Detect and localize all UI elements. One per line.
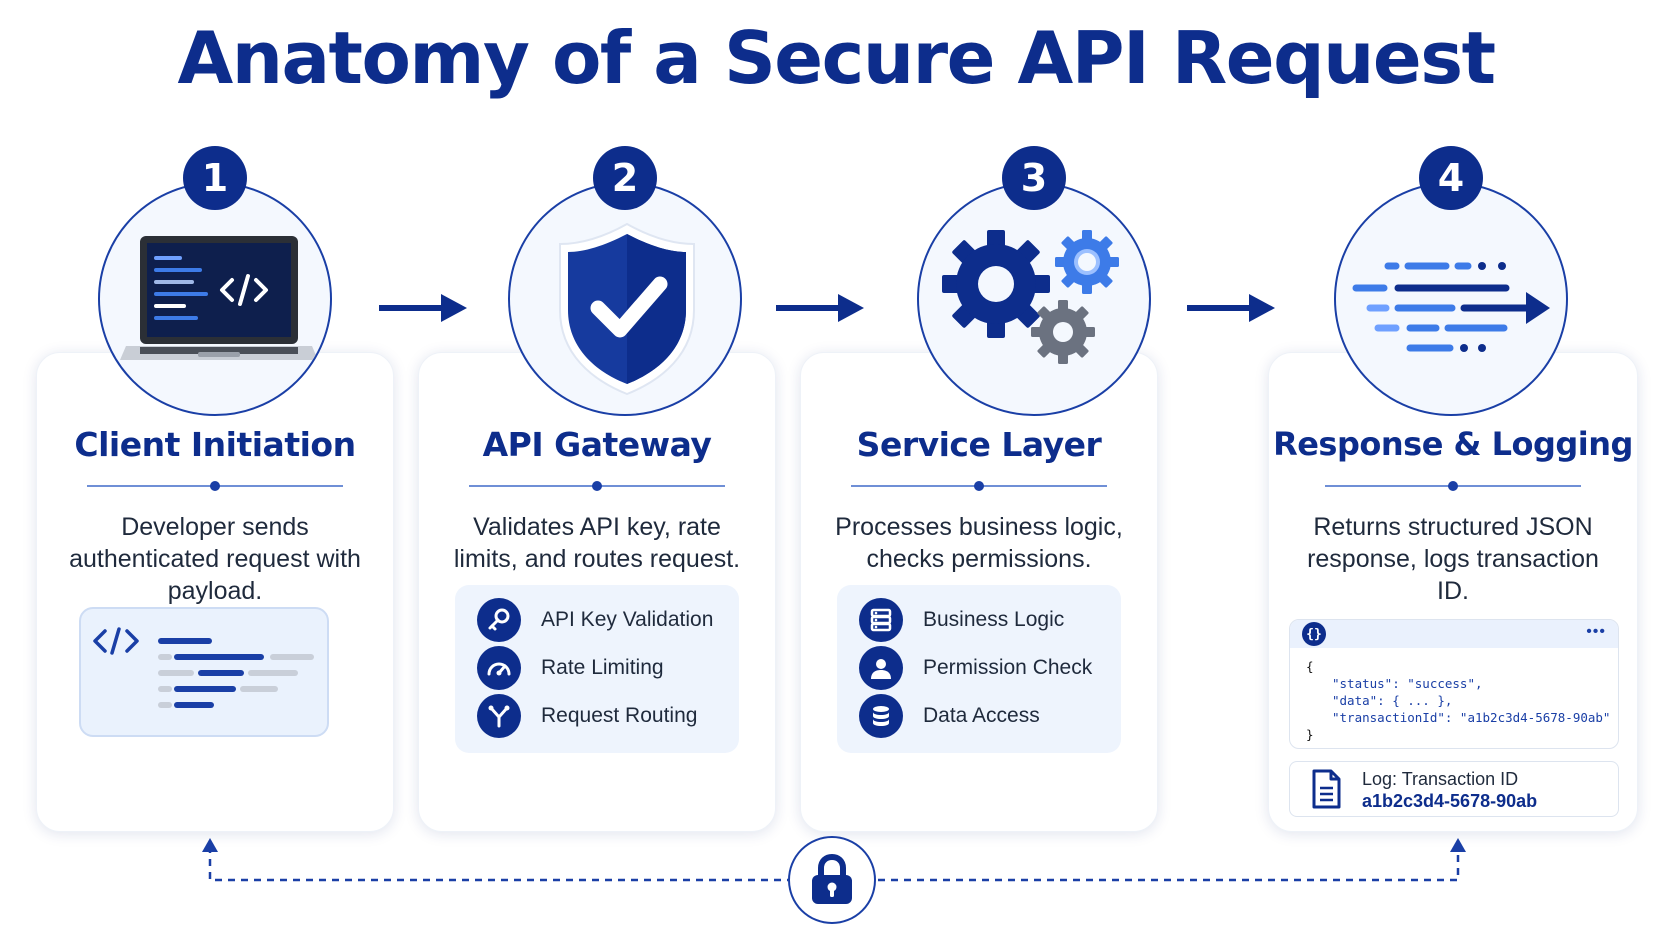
gateway-checks-panel: API Key Validation Rate Limiting Request… bbox=[455, 585, 739, 753]
step-description: Returns structured JSON response, logs t… bbox=[1307, 513, 1599, 605]
divider bbox=[469, 481, 725, 491]
list-item: Data Access bbox=[859, 693, 1040, 739]
step-1-illustration bbox=[98, 182, 332, 416]
json-code: { "status": "success", "data": { ... }, … bbox=[1306, 658, 1610, 743]
item-label: Business Logic bbox=[923, 608, 1065, 631]
code-snippet-panel bbox=[79, 607, 329, 737]
more-options-icon: ••• bbox=[1586, 623, 1606, 640]
item-label: Rate Limiting bbox=[541, 656, 664, 679]
document-icon bbox=[1312, 769, 1341, 809]
database-icon bbox=[859, 694, 903, 738]
code-line: "transactionId": "a1b2c3d4-5678-90ab" bbox=[1332, 710, 1611, 725]
list-item: Rate Limiting bbox=[477, 645, 664, 691]
gears-icon bbox=[942, 230, 1119, 364]
log-label: Log: Transaction ID bbox=[1362, 769, 1519, 789]
log-entry-panel: Log: Transaction ID a1b2c3d4-5678-90ab bbox=[1289, 761, 1619, 817]
code-line: } bbox=[1306, 727, 1314, 742]
page-title: Anatomy of a Secure API Request bbox=[177, 16, 1496, 100]
lock-badge bbox=[788, 836, 876, 924]
key-icon bbox=[477, 598, 521, 642]
security-shield-check-icon bbox=[559, 222, 695, 396]
step-number-badge: 4 bbox=[1419, 146, 1483, 210]
list-item: Permission Check bbox=[859, 645, 1092, 691]
list-item: Business Logic bbox=[859, 597, 1064, 643]
step-description: Processes business logic, checks permiss… bbox=[835, 513, 1123, 573]
step-card-api-gateway: API Gateway Validates API key, rate limi… bbox=[418, 352, 776, 832]
step-title: Service Layer bbox=[856, 425, 1102, 464]
step-title: Response & Logging bbox=[1273, 425, 1633, 463]
laptop-icon bbox=[120, 236, 318, 360]
code-line: { bbox=[1306, 659, 1314, 674]
step-number-badge: 2 bbox=[593, 146, 657, 210]
flow-arrow-3 bbox=[1187, 294, 1275, 322]
divider bbox=[1325, 481, 1581, 491]
code-line: "status": "success", bbox=[1332, 676, 1483, 691]
gauge-icon bbox=[477, 646, 521, 690]
log-transaction-id: a1b2c3d4-5678-90ab bbox=[1362, 791, 1538, 811]
routing-fork-icon bbox=[477, 694, 521, 738]
step-description: Validates API key, rate limits, and rout… bbox=[453, 513, 741, 573]
data-transfer-icon bbox=[1352, 262, 1550, 352]
item-label: Request Routing bbox=[541, 704, 698, 727]
step-4-illustration bbox=[1334, 182, 1568, 416]
step-card-response-logging: Response & Logging Returns structured JS… bbox=[1268, 352, 1638, 832]
flow-arrow-1 bbox=[379, 294, 467, 322]
json-braces-icon: {} bbox=[1302, 622, 1326, 646]
service-functions-panel: Business Logic Permission Check Data Acc… bbox=[837, 585, 1121, 753]
item-label: Data Access bbox=[923, 704, 1040, 727]
code-brackets-icon bbox=[93, 627, 314, 708]
divider bbox=[87, 481, 343, 491]
divider bbox=[851, 481, 1107, 491]
step-card-service-layer: Service Layer Processes business logic, … bbox=[800, 352, 1158, 832]
flow-arrow-2 bbox=[776, 294, 864, 322]
server-stack-icon bbox=[859, 598, 903, 642]
step-number-badge: 3 bbox=[1002, 146, 1066, 210]
step-title: API Gateway bbox=[482, 425, 712, 464]
step-description: Developer sends authenticated request wi… bbox=[69, 513, 361, 605]
item-label: Permission Check bbox=[923, 656, 1093, 679]
loop-arrowhead-left bbox=[202, 838, 218, 852]
step-3-illustration bbox=[917, 182, 1151, 416]
loop-arrowhead-right bbox=[1450, 838, 1466, 852]
step-title: Client Initiation bbox=[74, 425, 356, 464]
code-line: "data": { ... }, bbox=[1332, 693, 1453, 708]
step-card-client-initiation: Client Initiation Developer sends authen… bbox=[36, 352, 394, 832]
step-number-badge: 1 bbox=[183, 146, 247, 210]
json-panel-header: {} ••• bbox=[1290, 620, 1618, 648]
user-icon bbox=[859, 646, 903, 690]
json-response-panel: {} ••• { "status": "success", "data": { … bbox=[1289, 619, 1619, 749]
list-item: API Key Validation bbox=[477, 597, 713, 643]
lock-icon bbox=[812, 854, 852, 904]
step-2-illustration bbox=[508, 182, 742, 416]
list-item: Request Routing bbox=[477, 693, 697, 739]
item-label: API Key Validation bbox=[541, 608, 714, 631]
